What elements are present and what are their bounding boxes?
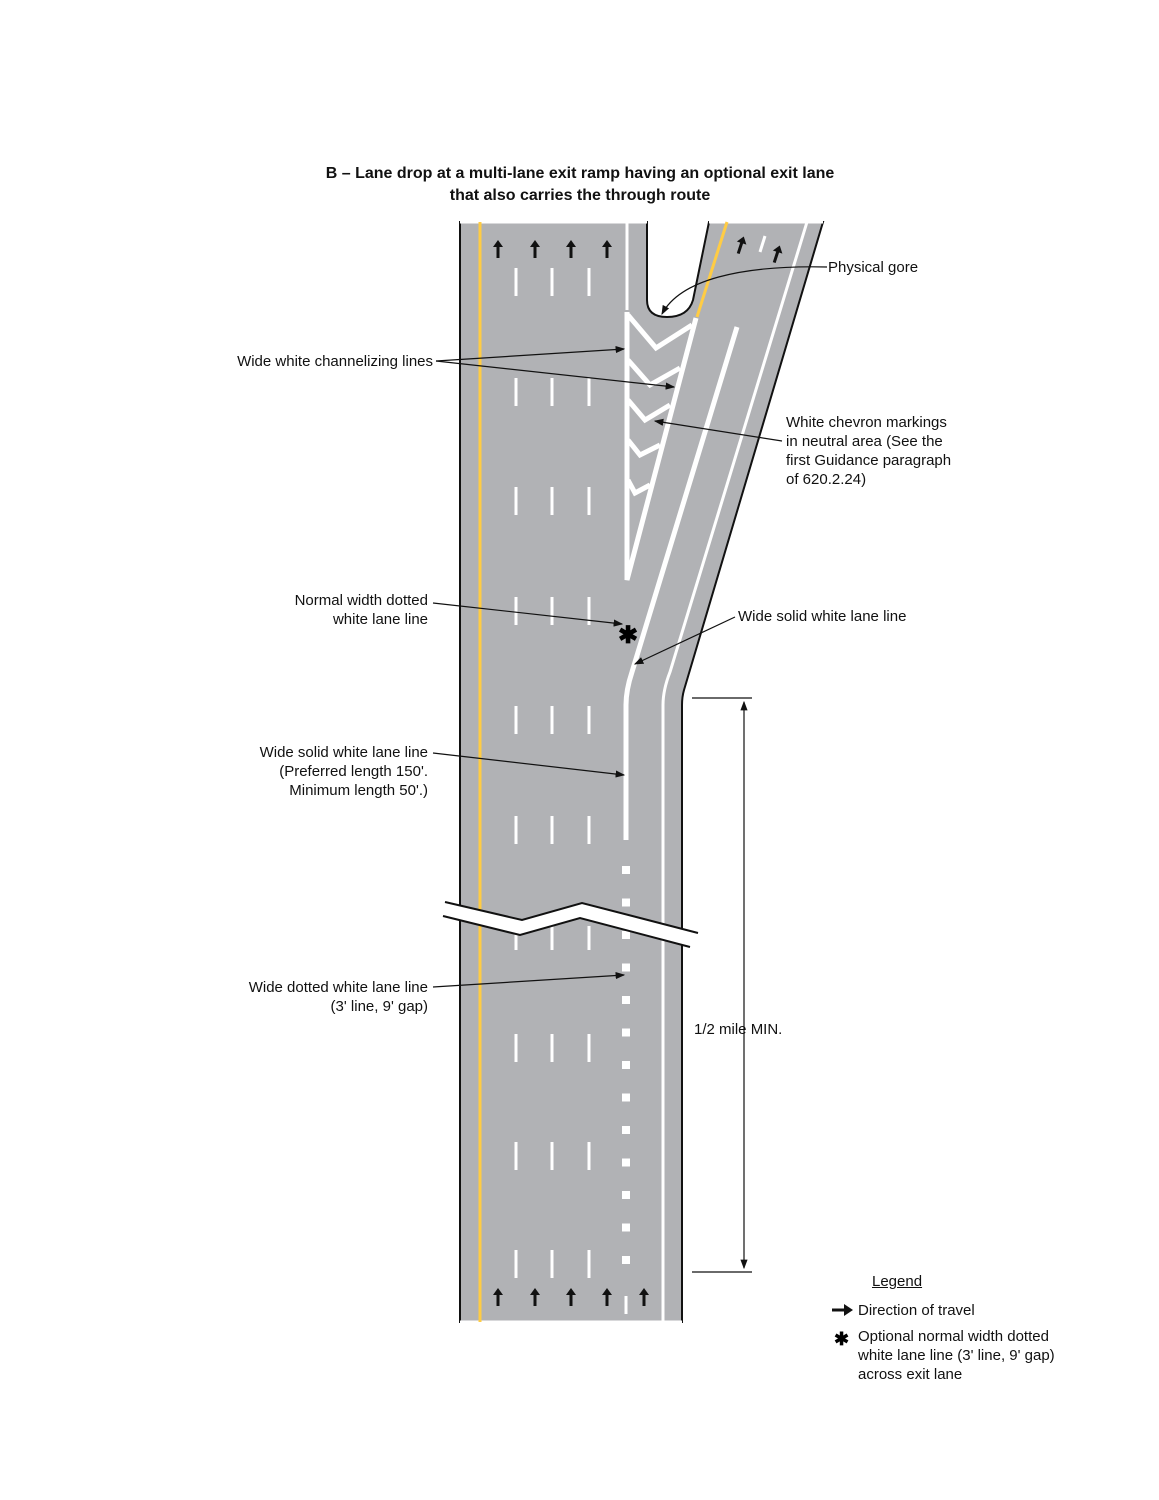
arrow-up-icon: [602, 240, 612, 258]
diagram-title: B – Lane drop at a multi-lane exit ramp …: [200, 163, 960, 207]
title-line-1: – Lane drop at a multi-lane exit ramp ha…: [337, 165, 835, 182]
lane-dot: [622, 996, 630, 1004]
title-line-2: that also carries the through route: [449, 187, 711, 204]
asterisk-icon: ✱: [834, 1329, 849, 1349]
arrow-up-icon: [530, 1288, 540, 1306]
legend-item-direction: Direction of travel: [858, 1302, 975, 1319]
lane-dot: [622, 1191, 630, 1199]
arrow-up-icon: [566, 240, 576, 258]
lane-dot: [622, 1061, 630, 1069]
label-wide-dotted: Wide dotted white lane line (3' line, 9' …: [150, 978, 428, 1016]
leader-wide-solid-lower: [432, 752, 626, 778]
label-normal-dotted: Normal width dotted white lane line: [150, 591, 428, 629]
label-line: white lane line: [332, 611, 428, 628]
leader-wide-solid-upper: [633, 616, 736, 665]
asterisk-icon: ✱: [618, 622, 638, 649]
arrow-up-icon: [772, 245, 783, 264]
label-line: Wide solid white lane line: [259, 744, 428, 761]
break-symbol-outline: [442, 901, 699, 948]
arrow-up-icon: [493, 1288, 503, 1306]
leader-physical-gore: [661, 266, 828, 316]
label-physical-gore: Physical gore: [828, 259, 919, 276]
lane-dot: [622, 931, 630, 939]
arrow-head: [772, 245, 783, 254]
legend-title: Legend: [872, 1273, 923, 1290]
arrow-head: [736, 236, 747, 245]
arrow-up-icon: [566, 1288, 576, 1306]
pavement: [459, 221, 825, 1323]
edge-line: [661, 221, 809, 1322]
arrow-up-icon: [493, 240, 503, 258]
break-symbol: [443, 902, 698, 947]
legend-line: across exit lane: [858, 1366, 963, 1383]
lane-dot: [622, 1093, 630, 1102]
leader-lines: [432, 266, 828, 1273]
lane-dot: [622, 1126, 630, 1134]
leader-normal-dotted: [432, 602, 624, 627]
wide-solid-lane-line: [623, 326, 740, 840]
label-line: Normal width dotted: [294, 592, 428, 609]
label-distance: 1/2 mile MIN.: [694, 1021, 783, 1038]
arrow-up-icon: [639, 1288, 649, 1306]
label-line: in neutral area (See the: [786, 433, 943, 450]
label-line: (3' line, 9' gap): [330, 998, 428, 1015]
arrow-head: [566, 240, 576, 247]
arrow-head: [602, 240, 612, 247]
arrow-head: [566, 1288, 576, 1295]
leader-channelizing-2: [435, 360, 676, 390]
label-line: Wide dotted white lane line: [248, 979, 428, 996]
lane-dot: [622, 1028, 630, 1037]
wide-dotted-lane-line: [622, 866, 630, 1264]
arrow-head: [493, 1288, 503, 1295]
arrow-head: [530, 1288, 540, 1295]
arrow-up-icon: [602, 1288, 612, 1306]
lane-line-dashes: [514, 268, 591, 1278]
lane-dot: [622, 1256, 630, 1264]
leader-channelizing-1: [435, 345, 626, 362]
label-wide-solid-lower: Wide solid white lane line (Preferred len…: [150, 743, 428, 800]
arrow-head: [493, 240, 503, 247]
arrow-head: [602, 1288, 612, 1295]
label-line: White chevron markings: [786, 414, 947, 431]
legend-line: Optional normal width dotted: [858, 1328, 1049, 1345]
direction-arrows: [493, 236, 783, 1306]
leader-wide-dotted: [432, 971, 626, 988]
lane-dot: [622, 1158, 630, 1167]
label-channelizing: Wide white channelizing lines: [237, 353, 433, 370]
ramp-lane-dash: [758, 235, 767, 253]
chevron-markings: [625, 313, 694, 497]
arrow-shaft: [736, 241, 744, 255]
legend-line: white lane line (3' line, 9' gap): [858, 1347, 1055, 1364]
leader-chevron: [653, 418, 783, 442]
lane-dot: [622, 1223, 630, 1232]
arrow-up-icon: [530, 240, 540, 258]
title-prefix: B: [325, 165, 338, 182]
ramp-yellow-edge-line: [695, 221, 729, 318]
legend-item-optional-line: Optional normal width dotted white lane l…: [858, 1327, 1055, 1384]
label-line: of 620.2.24): [786, 471, 867, 488]
label-line: Minimum length 50'.): [289, 782, 428, 799]
label-line: (Preferred length 150'.: [279, 763, 428, 780]
arrow-head: [639, 1288, 649, 1295]
label-wide-solid-upper: Wide solid white lane line: [738, 608, 907, 625]
arrow-shaft: [772, 250, 780, 264]
lane-dot: [622, 898, 630, 907]
arrow-right-icon: [832, 1304, 853, 1316]
arrow-head: [530, 240, 540, 247]
arrow-up-icon: [736, 236, 747, 255]
lane-dot: [622, 963, 630, 972]
label-chevron: White chevron markings in neutral area (S…: [786, 413, 951, 489]
label-line: first Guidance paragraph: [786, 452, 952, 469]
lane-dot: [622, 866, 630, 874]
